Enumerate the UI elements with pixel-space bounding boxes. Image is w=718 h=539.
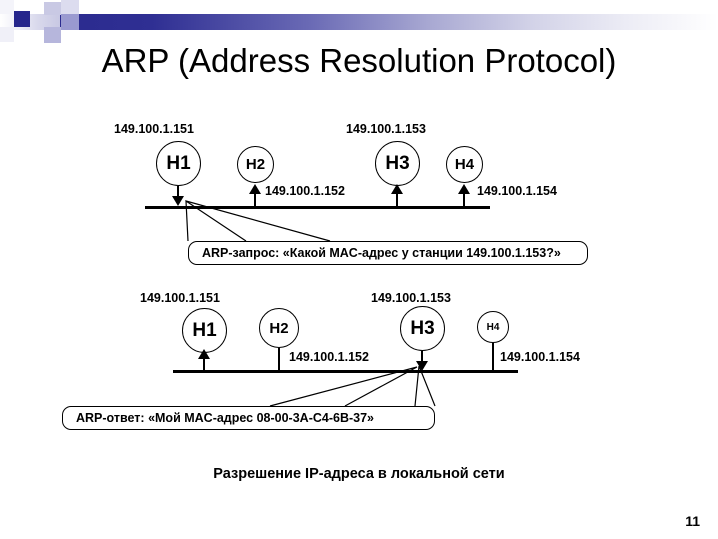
header-band: [60, 14, 718, 30]
top-arrow-h2-up: [249, 184, 261, 194]
bottom-stem-h3: [421, 351, 423, 365]
top-node-h1[interactable]: H1: [156, 141, 201, 186]
top-stem-h1: [177, 186, 179, 202]
top-node-h2[interactable]: H2: [237, 146, 274, 183]
bottom-ip-h2: 149.100.1.152: [289, 350, 369, 364]
page-title: ARP (Address Resolution Protocol): [101, 42, 617, 79]
slide-caption: Разрешение IP-адреса в локальной сети: [213, 466, 505, 482]
top-node-h2-label: H2: [245, 156, 266, 173]
header-square-light-c: [61, 0, 79, 14]
top-ip-h2: 149.100.1.152: [265, 184, 345, 198]
top-ip-h4: 149.100.1.154: [477, 184, 557, 198]
top-node-h4-label: H4: [454, 156, 475, 173]
top-arrow-h3-up: [391, 184, 403, 194]
top-stem-h2: [254, 192, 256, 208]
bottom-node-h2[interactable]: H2: [259, 308, 299, 348]
arp-reply-text: ARP-ответ: «Мой MAC-адрес 08-00-3A-C4-6B…: [76, 411, 374, 425]
top-node-h4[interactable]: H4: [446, 146, 483, 183]
header-square-light-a: [44, 2, 61, 15]
arp-reply-callout[interactable]: ARP-ответ: «Мой MAC-адрес 08-00-3A-C4-6B…: [62, 406, 435, 430]
top-ip-h1: 149.100.1.151: [114, 122, 194, 136]
bottom-stem-h2: [278, 348, 280, 371]
top-node-h3[interactable]: H3: [375, 141, 420, 186]
top-bus-line: [145, 206, 490, 209]
bottom-bus-line: [173, 370, 518, 373]
arp-request-text: ARP-запрос: «Какой MAC-адрес у станции 1…: [202, 246, 561, 260]
header-square-mid: [61, 14, 79, 30]
header-square-light-b: [44, 27, 61, 43]
top-ip-h3: 149.100.1.153: [346, 122, 426, 136]
top-stem-h4: [463, 192, 465, 208]
top-node-h3-label: H3: [385, 152, 410, 174]
bottom-stem-h1: [203, 357, 205, 371]
page-number: 11: [685, 513, 700, 529]
bottom-node-h1[interactable]: H1: [182, 308, 227, 353]
top-stem-h3: [396, 192, 398, 208]
bottom-node-h3[interactable]: H3: [400, 306, 445, 351]
bottom-node-h1-label: H1: [192, 319, 217, 341]
arp-request-callout[interactable]: ARP-запрос: «Какой MAC-адрес у станции 1…: [188, 241, 588, 265]
bottom-node-h3-label: H3: [410, 317, 435, 339]
top-arrow-h4-up: [458, 184, 470, 194]
bottom-arrow-h3-down: [416, 361, 428, 371]
header-square-pale-bottom: [0, 27, 14, 42]
header-decoration: [0, 0, 718, 43]
top-node-h1-label: H1: [166, 152, 191, 174]
bottom-node-h4-label: H4: [486, 321, 500, 333]
header-square-pale-top: [0, 0, 14, 14]
bottom-arrow-h1-up: [198, 349, 210, 359]
header-square-dark: [14, 11, 30, 27]
bottom-node-h4[interactable]: H4: [477, 311, 509, 343]
top-arrow-h1-down: [172, 196, 184, 206]
bottom-ip-h3: 149.100.1.153: [371, 291, 451, 305]
bottom-stem-h4: [492, 343, 494, 371]
bottom-node-h2-label: H2: [269, 319, 289, 337]
bottom-ip-h1: 149.100.1.151: [140, 291, 220, 305]
bottom-ip-h4: 149.100.1.154: [500, 350, 580, 364]
